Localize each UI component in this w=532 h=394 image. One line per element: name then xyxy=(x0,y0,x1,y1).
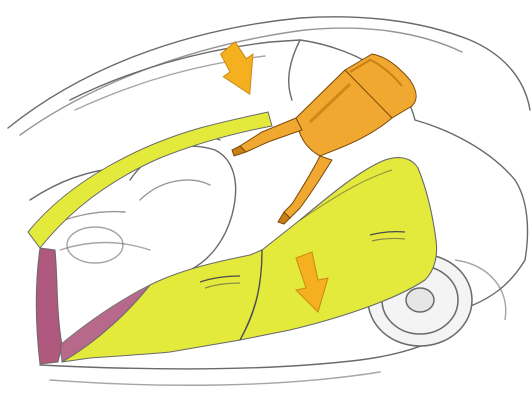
front-door-panel xyxy=(62,250,262,362)
a-pillar-highlight xyxy=(36,248,62,364)
